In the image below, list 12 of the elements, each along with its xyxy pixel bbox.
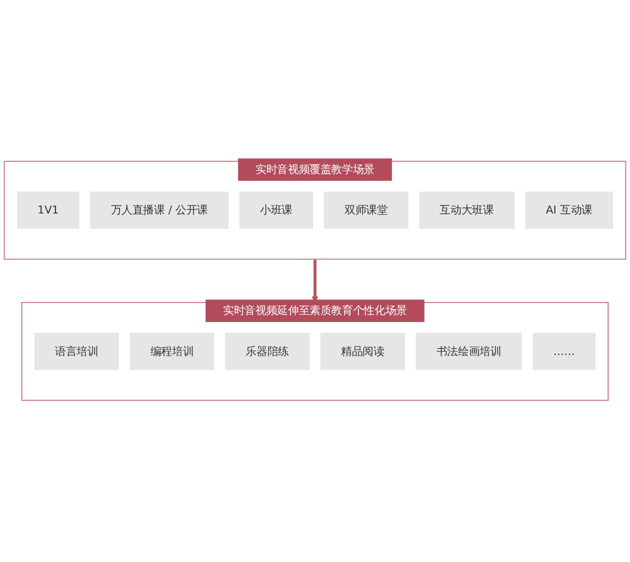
node-box: 互动大班课 (419, 192, 514, 229)
node-box: 小班课 (239, 192, 314, 229)
node-box: 语言培训 (34, 333, 119, 370)
node-box: …… (532, 333, 596, 370)
node-box: 书法绘画培训 (416, 333, 522, 370)
node-box: AI 互动课 (525, 192, 614, 229)
node-box: 万人直播课 / 公开课 (90, 192, 229, 229)
node-box: 1V1 (16, 192, 80, 229)
node-box: 双师课堂 (324, 192, 408, 229)
node-box: 乐器陪练 (225, 333, 310, 370)
node-box: 精品阅读 (320, 333, 405, 370)
node-box: 编程培训 (130, 333, 214, 370)
